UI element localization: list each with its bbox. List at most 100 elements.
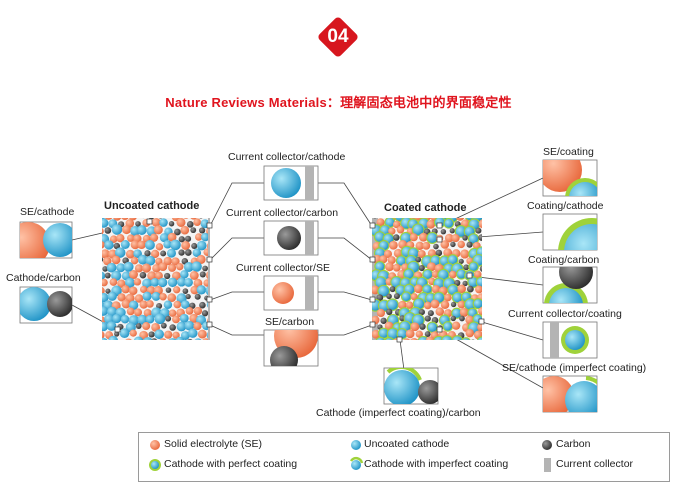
cathode-particle (167, 277, 178, 288)
cathode-particle (116, 263, 126, 273)
se-particle (202, 338, 210, 340)
se-particle (430, 299, 440, 309)
se-particle (102, 278, 108, 287)
inset-coating-cathode (542, 213, 598, 251)
se-particle (383, 249, 393, 259)
inset-cathode-imperfect-carbon (383, 367, 439, 405)
cathode-particle (385, 218, 395, 227)
cathode-particle (387, 328, 399, 339)
carbon-particle (454, 279, 461, 287)
carbon-particle (449, 228, 455, 234)
cathode-particle (119, 328, 130, 339)
cathode-particle (396, 256, 406, 266)
se-particle (431, 270, 439, 278)
se-particle (385, 262, 395, 272)
cathode-particle (418, 336, 429, 340)
se-particle (410, 337, 418, 340)
se-particle (142, 322, 151, 331)
uncoated-particle-block (102, 218, 210, 340)
cathode-particle (478, 337, 482, 340)
se-particle (440, 300, 450, 309)
se-particle (102, 228, 104, 235)
se-particle (435, 307, 445, 316)
inset-se-cathode-imperfect (542, 375, 598, 413)
cathode-particle (170, 239, 181, 251)
cathode-particle (102, 306, 109, 316)
se-particle (457, 240, 465, 249)
carbon-particle (119, 339, 121, 340)
carbon-particle (458, 258, 464, 264)
inset-coating-carbon (542, 266, 598, 304)
carbon-particle (202, 265, 208, 272)
label-se-carbon: SE/carbon (265, 316, 315, 328)
cathode-particle (452, 292, 463, 303)
se-particle (127, 234, 135, 242)
se-particle (129, 270, 138, 280)
cathode-particle (120, 315, 130, 324)
se-particle (139, 330, 149, 340)
cathode-particle (106, 262, 117, 273)
se-particle (129, 329, 137, 337)
se-particle (133, 278, 142, 286)
carbon-particle (462, 235, 468, 241)
cathode-particle (107, 291, 117, 301)
cathode-particle (374, 232, 385, 242)
carbon-particle (135, 221, 141, 227)
se-particle (172, 331, 180, 339)
carbon-particle (386, 293, 392, 300)
se-particle (425, 336, 435, 340)
label-cc-se: Current collector/SE (236, 262, 330, 274)
coating-ring (476, 336, 482, 340)
inset-cc-cathode (263, 165, 319, 201)
legend-markers (149, 440, 552, 472)
label-cathode-carbon: Cathode/carbon (6, 272, 81, 284)
cathode-particle (402, 292, 411, 302)
legend-se-icon (150, 440, 160, 450)
cathode-particle (379, 328, 389, 338)
label-cc-cathode: Current collector/cathode (228, 151, 346, 163)
carbon-particle (148, 218, 155, 220)
se-particle (134, 308, 143, 317)
carbon-particle (199, 218, 203, 219)
cathode-particle (102, 271, 106, 280)
legend-collector-label: Current collector (556, 458, 634, 470)
cathode-particle (114, 247, 126, 258)
se-particle (102, 331, 105, 340)
cathode-particle (150, 277, 160, 287)
cathode-particle (112, 313, 122, 324)
se-particle (103, 256, 112, 266)
legend-uncoated-icon (351, 440, 361, 450)
carbon-particle (466, 285, 474, 293)
coated-cathode-title: Coated cathode (384, 202, 467, 214)
inset-se-cathode (19, 221, 73, 259)
se-particle (167, 293, 177, 303)
cathode-particle (145, 255, 156, 266)
se-particle (163, 256, 173, 266)
carbon-particle (190, 227, 197, 234)
se-particle (164, 330, 173, 339)
cathode-particle (177, 277, 187, 287)
cathode-particle (145, 315, 155, 324)
se-particle (121, 285, 130, 294)
se-particle (379, 255, 388, 264)
se-particle (109, 278, 118, 286)
se-particle (102, 241, 105, 249)
carbon-particle (427, 310, 434, 317)
cathode-particle (123, 261, 134, 272)
se-particle (477, 323, 482, 332)
legend-uncoated-label: Uncoated cathode (364, 438, 450, 450)
cathode-particle (157, 277, 168, 288)
carbon-particle (184, 235, 192, 242)
se-particle (128, 286, 138, 296)
se-particle (173, 300, 182, 309)
se-particle (387, 256, 396, 265)
cathode-particle (205, 285, 210, 296)
carbon-particle (479, 265, 482, 272)
cathode-particle (192, 248, 202, 257)
carbon-particle (158, 218, 163, 219)
se-particle (121, 218, 129, 220)
carbon-particle (156, 302, 163, 310)
cathode-particle (387, 299, 398, 310)
cathode-particle (151, 291, 161, 301)
se-particle (418, 232, 428, 242)
